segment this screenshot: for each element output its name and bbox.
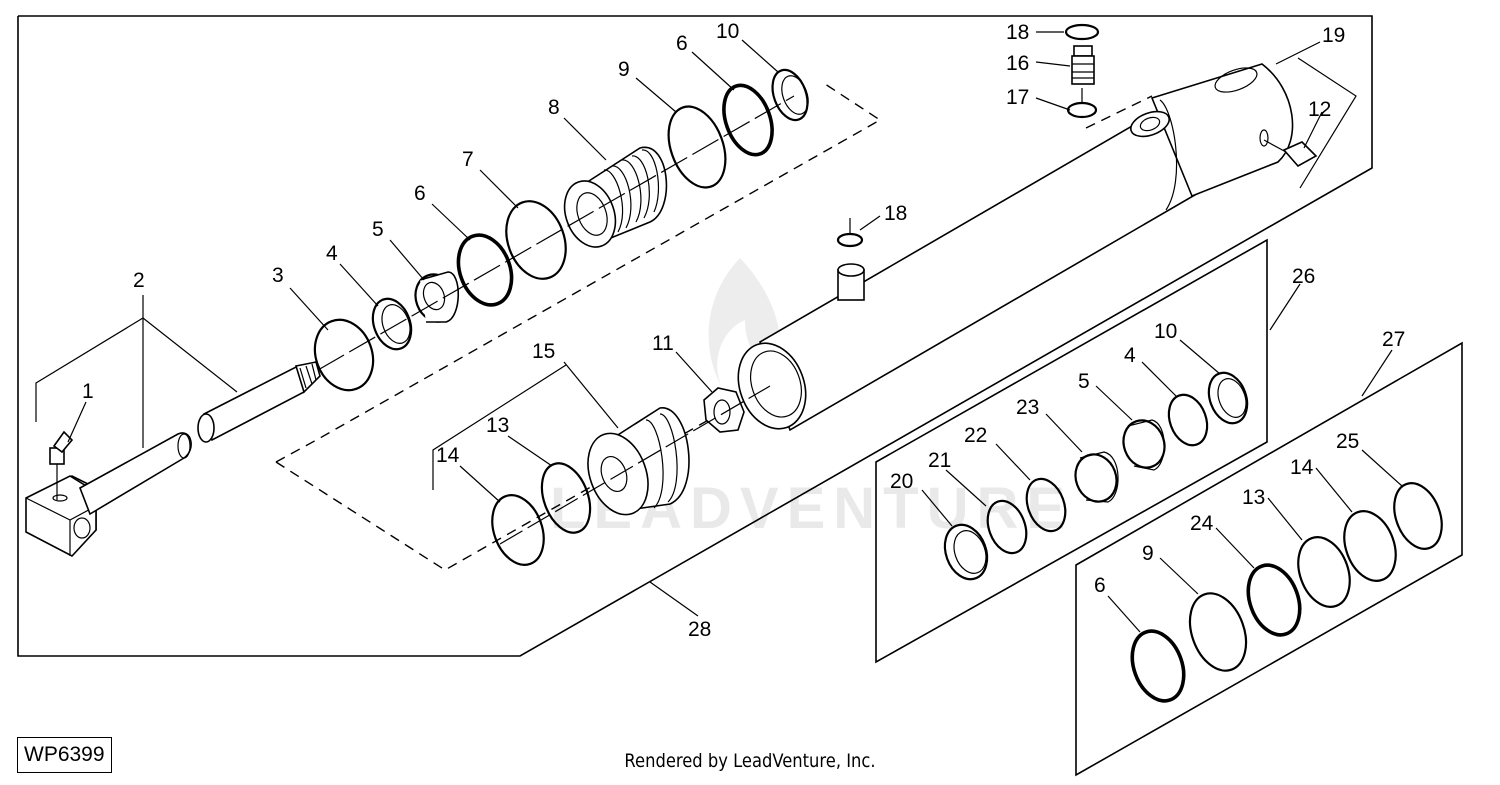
part-6c <box>1130 629 1186 703</box>
lower-axis-line <box>499 385 771 545</box>
callout-18-second: 18 <box>884 202 907 225</box>
valve-dashed-guide <box>1085 95 1153 129</box>
split-bushing-5 <box>414 271 459 323</box>
piston-15-part <box>587 407 690 516</box>
port-fitting <box>836 218 865 301</box>
item-2-bracket <box>35 295 238 448</box>
main-assembly-frame <box>17 15 1373 657</box>
callout-1: 1 <box>82 380 94 403</box>
callout-21: 21 <box>928 449 951 472</box>
ring-9 <box>667 105 727 189</box>
callout-27: 27 <box>1382 328 1405 351</box>
callout-5: 5 <box>372 218 384 241</box>
callout-24: 24 <box>1190 512 1214 535</box>
kit-27-frame <box>1075 341 1463 777</box>
part-5b <box>1122 419 1166 471</box>
callout-10-kit: 10 <box>1154 320 1177 343</box>
o-ring-6 <box>456 233 514 307</box>
callout-6-kit: 6 <box>1094 574 1106 597</box>
callout-3: 3 <box>272 264 284 287</box>
wiper-10 <box>771 68 809 122</box>
footer-credit: Rendered by LeadVenture, Inc. <box>624 750 876 772</box>
part-25 <box>1393 482 1443 550</box>
callout-17: 17 <box>1006 86 1029 109</box>
kit-26-frame <box>875 238 1268 664</box>
callout-25: 25 <box>1336 430 1359 453</box>
callout-26: 26 <box>1292 265 1315 288</box>
part-10b <box>1207 371 1249 425</box>
part-20 <box>943 523 989 581</box>
callout-15: 15 <box>532 340 555 363</box>
callout-6: 6 <box>414 182 426 205</box>
valve-fitting <box>1064 23 1100 119</box>
callout-4: 4 <box>326 242 338 265</box>
ring-7 <box>505 200 567 280</box>
ring-14 <box>491 494 545 566</box>
nut-11 <box>703 387 745 433</box>
callout-13-kit: 13 <box>1242 486 1265 509</box>
piston-rod-part <box>25 432 192 557</box>
callout-8: 8 <box>548 96 560 119</box>
diagram-id-label: WP6399 <box>17 737 112 773</box>
item-19-bracket <box>1297 57 1357 189</box>
cylinder-barrel-19 <box>737 63 1294 432</box>
upper-axis-line <box>317 95 795 371</box>
part-9b <box>1188 592 1248 672</box>
callout-11: 11 <box>652 332 674 355</box>
callout-4-kit: 4 <box>1124 344 1136 367</box>
ring-4 <box>371 297 413 351</box>
callout-9-kit: 9 <box>1142 542 1154 565</box>
grease-fitting-part <box>49 430 74 500</box>
callout-12: 12 <box>1308 98 1331 121</box>
callout-6-second: 6 <box>676 32 688 55</box>
callout-14: 14 <box>436 444 460 467</box>
callout-5-kit: 5 <box>1078 370 1090 393</box>
callout-14-kit: 14 <box>1290 456 1314 479</box>
callout-9: 9 <box>618 58 630 81</box>
part-22 <box>1025 477 1067 533</box>
part-4b <box>1167 393 1209 447</box>
callout-20: 20 <box>890 470 913 493</box>
o-ring-6-second <box>722 83 774 157</box>
kit-26-parts <box>943 371 1249 581</box>
callout-7: 7 <box>462 148 474 171</box>
callout-10: 10 <box>716 20 739 43</box>
item-15-bracket <box>432 364 567 490</box>
part-21 <box>986 499 1028 555</box>
grease-fitting-12 <box>1263 139 1318 168</box>
leader-lines <box>67 31 1403 633</box>
ring-13 <box>540 462 592 534</box>
part-14b <box>1343 510 1397 582</box>
callout-28: 28 <box>688 618 711 641</box>
rod-end-part <box>197 361 321 443</box>
callout-23: 23 <box>1016 396 1039 419</box>
part-24 <box>1246 563 1302 637</box>
kit-27-parts <box>1130 482 1443 703</box>
callout-19: 19 <box>1322 24 1345 47</box>
callout-2: 2 <box>133 269 145 292</box>
callout-22: 22 <box>964 424 987 447</box>
callout-16: 16 <box>1006 52 1029 75</box>
callout-13: 13 <box>486 414 509 437</box>
callout-18: 18 <box>1006 21 1029 44</box>
upper-dashed-guide <box>275 81 882 463</box>
callout-labels: 1 2 3 4 5 6 7 8 9 6 10 18 16 17 19 12 18… <box>82 20 1405 641</box>
part-13b <box>1297 536 1351 608</box>
ring-3 <box>313 318 375 392</box>
part-23 <box>1074 451 1119 503</box>
